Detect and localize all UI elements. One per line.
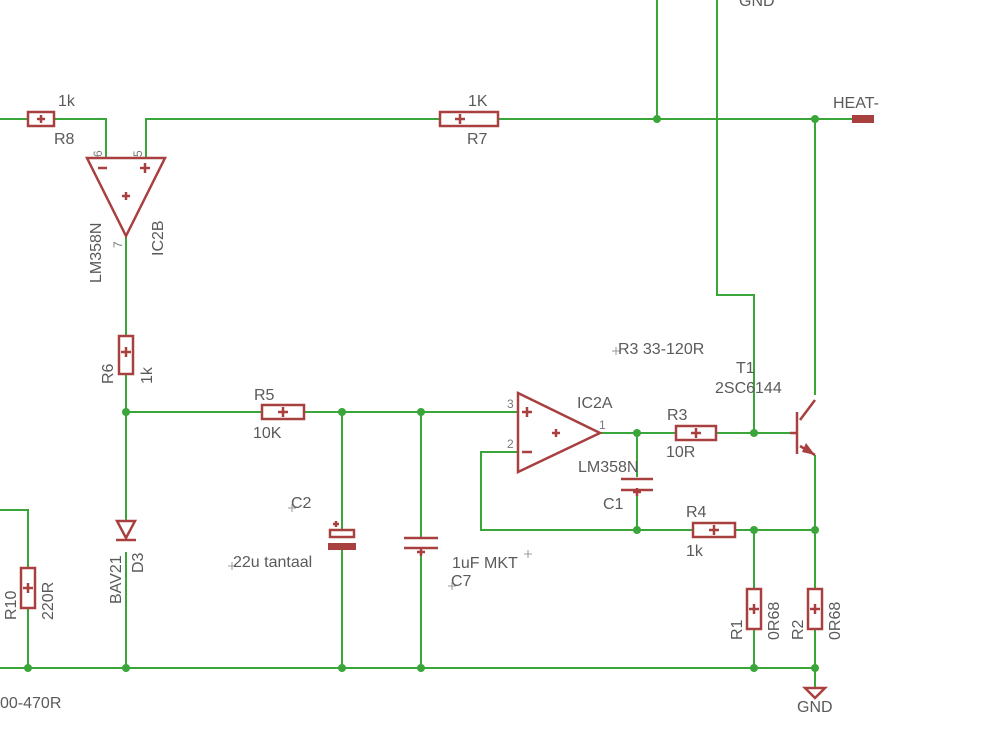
r10-name: R10 <box>3 591 20 620</box>
resistor-r8: 1k R8 <box>26 93 76 148</box>
capacitor-c7: 1uF MKT C7 <box>404 536 532 590</box>
capacitor-c2: C2 22u tantaal <box>228 495 356 571</box>
r7-name: R7 <box>467 131 488 148</box>
c2-name: C2 <box>291 495 312 512</box>
resistor-r2: R2 0R68 <box>790 587 844 640</box>
r2-value: 0R68 <box>827 602 844 640</box>
junctions <box>24 115 819 672</box>
r2-name: R2 <box>790 619 807 640</box>
resistor-r6: R6 1k <box>100 334 156 384</box>
r8-value: 1k <box>58 93 76 110</box>
ic2b-pin-5: 5 <box>131 150 145 157</box>
ic2a-pin-1: 1 <box>599 418 606 432</box>
c7-value: 1uF MKT <box>452 555 518 572</box>
ic2b-value: LM358N <box>88 223 105 283</box>
ic2b-pin-6: 6 <box>91 150 105 157</box>
r1-name: R1 <box>729 619 746 640</box>
ic2b-pin-7: 7 <box>111 241 125 248</box>
wires <box>0 0 852 688</box>
r3-value: 10R <box>666 444 695 461</box>
ic2a-pin-2: 2 <box>507 437 514 451</box>
cut-note-label: 00-470R <box>0 695 61 712</box>
r4-name: R4 <box>686 504 707 521</box>
diode-d3: BAV21 D3 <box>108 519 147 604</box>
gnd-top-label: GND <box>739 0 775 10</box>
r5-name: R5 <box>254 387 275 404</box>
c7-name: C7 <box>451 573 472 590</box>
ic2a-name: IC2A <box>577 395 613 412</box>
heat-label: HEAT- <box>833 95 879 112</box>
opamp-ic2a: 3 2 1 IC2A LM358N <box>507 390 638 476</box>
r3-name: R3 <box>667 407 688 424</box>
gnd-bottom-label: GND <box>797 699 833 716</box>
t1-name: T1 <box>736 360 755 377</box>
r8-name: R8 <box>54 131 75 148</box>
resistor-r7: 1K R7 <box>438 93 500 148</box>
ic2b-name: IC2B <box>150 220 167 256</box>
c1-name: C1 <box>603 496 624 513</box>
d3-value: BAV21 <box>108 555 125 604</box>
r5-value: 10K <box>253 425 282 442</box>
resistor-r5: R5 10K <box>253 387 306 442</box>
resistor-r10: R10 220R <box>3 566 57 620</box>
ic2a-value: LM358N <box>578 459 638 476</box>
opamp-ic2b: 6 5 7 LM358N IC2B <box>84 150 168 283</box>
r6-value: 1k <box>139 366 156 384</box>
r6-name: R6 <box>100 363 117 384</box>
resistor-r3: R3 10R <box>666 407 718 461</box>
ic2a-pin-3: 3 <box>507 397 514 411</box>
capacitor-c1: C1 <box>603 477 653 513</box>
resistor-r1: R1 0R68 <box>729 587 783 640</box>
net-heat: HEAT- <box>833 95 879 123</box>
r3-note: R3 33-120R <box>618 341 704 358</box>
d3-name: D3 <box>130 552 147 573</box>
resistor-r4: R4 1k <box>686 504 737 560</box>
r7-value: 1K <box>468 93 488 110</box>
net-gnd-bottom: GND <box>797 686 833 716</box>
r4-value: 1k <box>686 543 704 560</box>
t1-value: 2SC6144 <box>715 380 782 397</box>
c2-value: 22u tantaal <box>233 554 312 571</box>
transistor-t1: T1 2SC6144 R3 33-120R <box>612 341 816 457</box>
r10-value: 220R <box>40 582 57 620</box>
r1-value: 0R68 <box>766 602 783 640</box>
